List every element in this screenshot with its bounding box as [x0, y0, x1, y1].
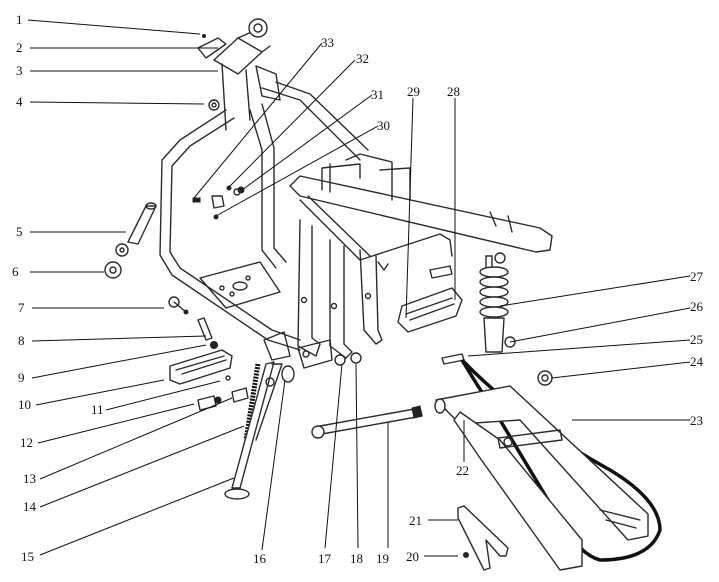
swingarm-axle [311, 352, 423, 439]
callout-2: 2 [16, 40, 23, 55]
callout-24: 24 [690, 354, 703, 369]
callout-25: 25 [690, 332, 703, 347]
callout-27: 27 [690, 269, 703, 284]
callout-16: 16 [253, 551, 266, 566]
callout-5: 5 [16, 224, 23, 239]
callout-31: 31 [371, 87, 384, 102]
callout-14: 14 [23, 499, 36, 514]
callout-4: 4 [16, 94, 23, 109]
main-frame [159, 29, 553, 369]
callout-17: 17 [318, 551, 331, 566]
callout-1: 1 [16, 12, 23, 27]
callout-19: 19 [376, 551, 389, 566]
callout-8: 8 [18, 333, 25, 348]
callout-15: 15 [21, 549, 34, 564]
callout-26: 26 [690, 299, 703, 314]
callout-29: 29 [407, 84, 420, 99]
kickstand-parts [224, 361, 295, 500]
swingarm [434, 358, 662, 571]
callout-10: 10 [18, 397, 31, 412]
center-fittings [192, 185, 245, 220]
callout-11: 11 [91, 402, 104, 417]
callout-6: 6 [12, 264, 19, 279]
callout-30: 30 [377, 118, 390, 133]
right-parts [397, 252, 553, 386]
callout-3: 3 [16, 63, 23, 78]
left-footpeg-parts [168, 296, 249, 411]
callout-22: 22 [456, 463, 469, 478]
leader-lines [27, 19, 691, 557]
callout-13: 13 [23, 471, 36, 486]
callout-23: 23 [690, 413, 703, 428]
callout-9: 9 [18, 370, 25, 385]
callout-33: 33 [321, 35, 334, 50]
callout-12: 12 [20, 435, 33, 450]
steering-parts [104, 18, 268, 279]
callout-20: 20 [406, 549, 419, 564]
callout-32: 32 [356, 51, 369, 66]
chain-guard [457, 505, 509, 571]
callout-21: 21 [409, 513, 422, 528]
callout-28: 28 [447, 84, 460, 99]
callout-7: 7 [18, 300, 25, 315]
callout-18: 18 [350, 551, 363, 566]
